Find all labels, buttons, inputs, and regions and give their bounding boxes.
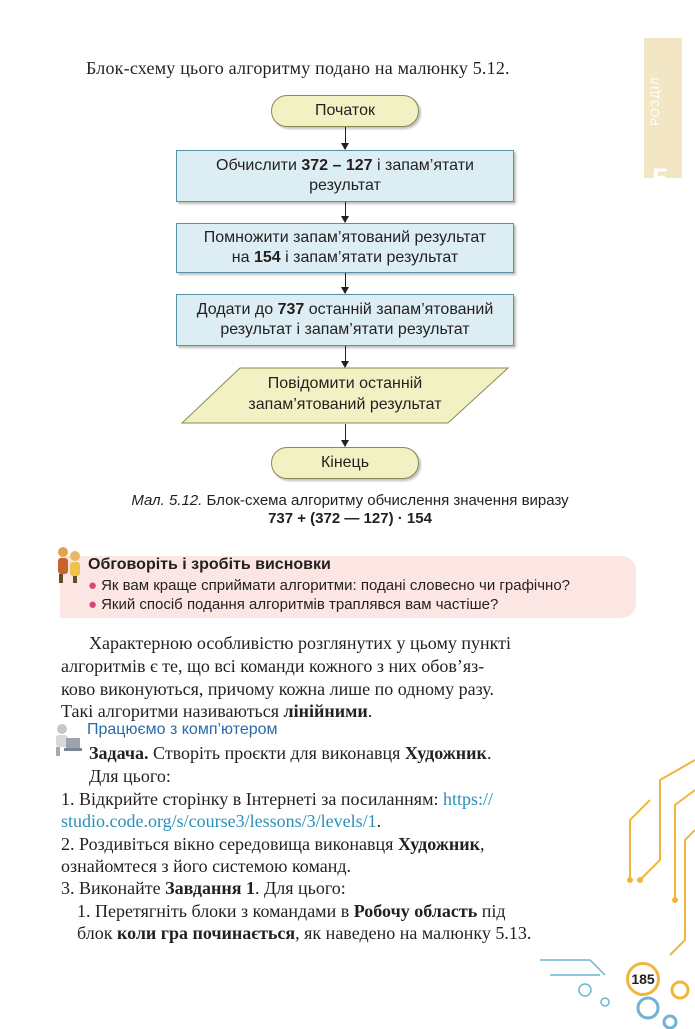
page-number: 185 [626,962,660,996]
step-1-line-2: studio.code.org/s/course3/lessons/3/leve… [61,811,382,831]
flowchart-output-shape [180,367,510,424]
discuss-item: ●Як вам краще сприймати алгоритми: подан… [88,577,571,594]
substep-line: 1. Перетягніть блоки з командами в Робоч… [77,901,506,921]
url-link[interactable]: studio.code.org/s/course3/lessons/3/leve… [61,811,377,831]
computer-user-icon [56,724,82,756]
for-this-line: Для цього: [89,766,171,786]
flowchart-step-1: Обчислити 372 – 127 і запам’ятати резуль… [176,150,514,202]
paragraph-line: Характерною особливістю розглянутих у ць… [89,633,511,653]
chapter-tab: РОЗДІЛ 5 [644,38,682,195]
circuit-decoration-icon [540,759,695,1029]
flowchart-step-2: Помножити запам’ятований результат на 15… [176,223,514,273]
discuss-item: ●Який спосіб подання алгоритмів траплявс… [88,596,499,613]
flowchart-step-3: Додати до 737 останній запам’ятований ре… [176,294,514,346]
flow-arrow [341,202,349,223]
intro-text: Блок-схему цього алгоритму подано на мал… [86,58,510,78]
flowchart-output: Повідомити останній запам’ятований резул… [248,375,442,413]
flowchart-start: Початок [271,95,419,127]
chapter-tab-label: РОЗДІЛ [648,76,662,126]
paragraph-line: алгоритмів є те, що всі команди кожного … [61,656,485,676]
step-2-line-2: ознайомтеся з його системою команд. [61,856,352,876]
flow-arrow [341,273,349,294]
figure-caption: Мал. 5.12. Блок-схема алгоритму обчислен… [131,492,569,527]
step-3-line: 3. Виконайте Завдання 1. Для цього: [61,878,346,898]
flow-arrow [341,127,349,150]
paragraph-line: ково виконуються, причому кожна лише по … [61,679,495,699]
step-1-line: 1. Відкрийте сторінку в Інтернеті за пос… [61,789,493,809]
work-with-computer-title: Працюємо з комп’ютером [87,721,278,738]
substep-line-2: блок коли гра починається, як наведено н… [77,923,532,943]
people-discussing-icon [58,547,80,583]
chapter-tab-number: 5 [652,163,669,196]
task-line: Задача. Створіть проєкти для виконавця Х… [89,743,492,763]
url-link[interactable]: https:// [442,789,493,809]
step-2-line: 2. Роздивіться вікно середовища виконавц… [61,834,485,854]
flow-arrow [341,424,349,447]
discuss-panel [60,556,636,618]
paragraph-line: Такі алгоритми називаються лінійними. [61,701,373,721]
discuss-title: Обговоріть і зробіть висновки [88,556,331,573]
flowchart-end: Кінець [271,447,419,479]
flow-arrow [341,346,349,368]
